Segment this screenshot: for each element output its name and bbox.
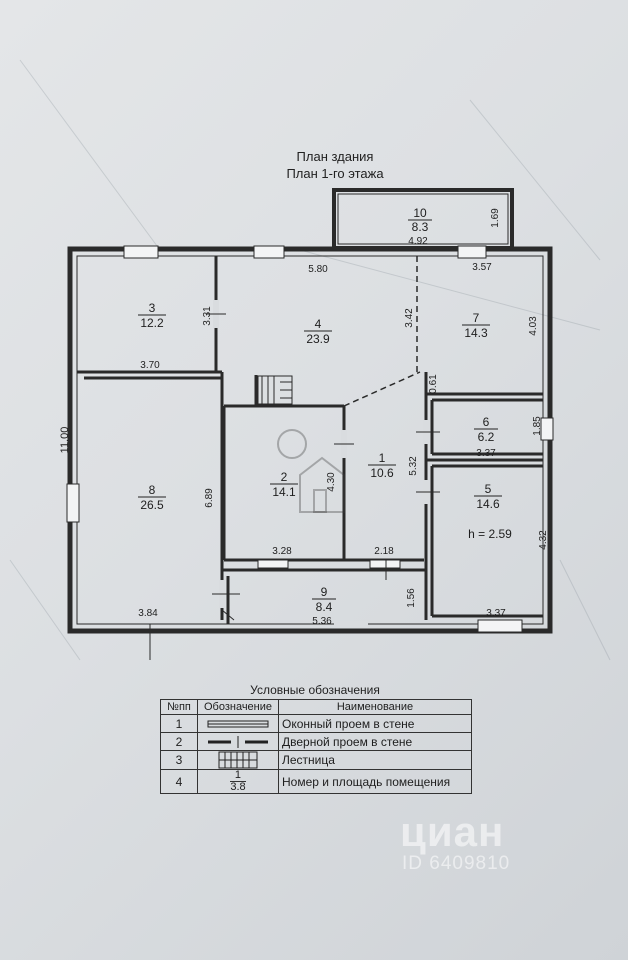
room-area: 26.5 [140,498,164,512]
door-gaps [213,300,429,627]
room-area: 14.6 [476,497,500,511]
legend-table: №пп Обозначение Наименование 1 Оконный п… [160,699,472,794]
legend-row: 3 Лестница [160,750,472,770]
dim-label: 0.61 [428,374,439,394]
plan-title: План здания [296,149,374,164]
plan-subtitle: План 1-го этажа [286,166,384,181]
dim-label: 4.92 [408,236,428,247]
room-area: 8.4 [316,600,333,614]
dim-label: 5.80 [308,264,328,275]
dim-label: 4.03 [528,316,539,336]
room-number: 6 [483,415,490,429]
door-symbol-icon [197,732,279,751]
legend-row: 1 Оконный проем в стене [160,714,472,733]
dim-label: 5.36 [312,616,332,627]
dim-label: 3.31 [202,306,213,326]
room-1-label: 1 10.6 [368,451,396,480]
legend-row-number: 4 [160,769,198,794]
room-number: 7 [473,311,480,325]
legend-sample-area: 3.8 [230,781,246,793]
room-9-label: 9 8.4 [312,585,336,614]
room-5-label: 5 14.6 [474,482,502,511]
windows [66,245,554,633]
room-area: 10.6 [370,466,394,480]
room-7-label: 7 14.3 [462,311,490,340]
stairs [257,375,293,405]
room-number: 1 [379,451,386,465]
house-logo-icon [277,429,345,513]
room-number: 2 [281,470,288,484]
interior-walls [77,256,543,624]
plan-titles: План здания План 1-го этажа [230,148,440,182]
dim-label: 6.89 [204,488,215,508]
room-area: 14.3 [464,326,488,340]
dim-label: 3.28 [272,546,292,557]
room-area: 14.1 [272,485,296,499]
stairs-symbol-icon [197,750,279,770]
room-3-label: 3 12.2 [138,301,166,330]
legend-row-number: 1 [160,714,198,733]
dim-overall-height: 11.00 [59,427,71,454]
room-number: 9 [321,585,328,599]
dim-label: 1.69 [490,208,501,228]
room-2-label: 2 14.1 [270,470,298,499]
floor-plan: 11.00 10 8.3 3 12.2 4 23.9 7 14.3 6 6.2 [9,59,611,661]
room-number: 4 [315,317,322,331]
door-ticks [149,313,440,660]
legend-header-symbol: Обозначение [197,699,279,715]
room-4-label: 4 23.9 [304,317,332,346]
dim-label: 3.42 [404,308,415,328]
room-6-label: 6 6.2 [474,415,498,444]
dim-label: 3.37 [486,608,506,619]
room-number: 10 [413,206,427,220]
legend-header-row: №пп Обозначение Наименование [160,699,472,715]
dim-label: 4.30 [326,472,337,492]
room-10-label: 10 8.3 [408,206,432,234]
dim-label: 1.56 [406,588,417,608]
legend-header-number: №пп [160,699,198,715]
legend-title: Условные обозначения [250,683,380,697]
dimension-labels: 5.80 4.92 1.69 3.57 3.31 3.42 4.03 3.70 … [138,208,549,627]
legend-sample-number: 1 [234,769,242,781]
watermark-brand: циан [400,808,505,855]
legend-row-number: 3 [160,750,198,770]
legend-row: 2 Дверной проем в стене [160,732,472,751]
room-number: 5 [485,482,492,496]
legend-row-name: Лестница [278,750,472,770]
legend-row-name: Оконный проем в стене [278,714,472,733]
dim-label: 1.85 [532,416,543,436]
room-number: 8 [149,483,156,497]
legend-row-number: 2 [160,732,198,751]
room-number: 3 [149,301,156,315]
room-area: 8.3 [412,220,429,234]
room-8-label: 8 26.5 [138,483,166,512]
dim-label: 5.32 [408,456,419,476]
dim-label: 3.37 [476,448,496,459]
dim-label: 2.18 [374,546,394,557]
legend-header-name: Наименование [278,699,472,715]
dim-label: 4.32 [538,530,549,550]
legend-row-name: Номер и площадь помещения [278,769,472,794]
dim-label: 3.57 [472,262,492,273]
ceiling-height-label: h = 2.59 [468,527,512,541]
watermark-id: ID 6409810 [402,853,511,874]
legend-row-name: Дверной проем в стене [278,732,472,751]
window-symbol-icon [197,714,279,733]
room-area: 6.2 [478,430,495,444]
room-labels: 10 8.3 3 12.2 4 23.9 7 14.3 6 6.2 1 10.6 [138,206,502,614]
room-area: 12.2 [140,316,164,330]
dim-label: 3.70 [140,360,160,371]
room-area: 23.9 [306,332,330,346]
dim-label: 3.84 [138,608,158,619]
